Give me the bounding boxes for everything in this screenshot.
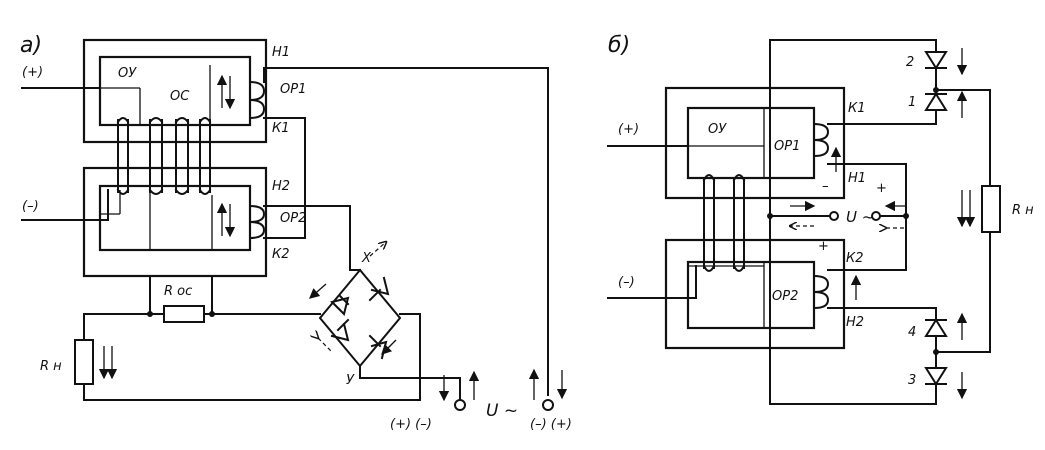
diode-4 bbox=[924, 318, 948, 369]
wire-n2-x bbox=[263, 205, 361, 271]
panel-a-label: а) bbox=[20, 33, 42, 58]
or1-winding-b bbox=[812, 122, 830, 158]
os-label: ОС bbox=[170, 89, 190, 104]
or1-winding-a bbox=[248, 80, 266, 120]
terminal-plus-a: (+) bbox=[22, 65, 43, 80]
n1-label-b: Н1 bbox=[848, 171, 866, 186]
wire-k1-k2 bbox=[263, 117, 306, 239]
core-bottom-window bbox=[98, 184, 252, 252]
plus-sign-b-bottom: + bbox=[818, 239, 829, 254]
resistor-r-os bbox=[163, 305, 205, 323]
core-b-bottom-window bbox=[686, 260, 816, 330]
diode-bridge: X У bbox=[309, 242, 402, 388]
bridge-x-label: X bbox=[361, 251, 372, 266]
panel-b-label: б) bbox=[608, 33, 630, 58]
or2-winding-a bbox=[248, 204, 266, 240]
r-n-label-b: R н bbox=[1012, 203, 1034, 218]
wire-n1-to-supply bbox=[263, 67, 549, 396]
n2-label-a: Н2 bbox=[272, 179, 290, 194]
ou-label-b: ОУ bbox=[708, 122, 727, 137]
shared-windings-a bbox=[116, 117, 212, 195]
diode-1 bbox=[924, 92, 948, 111]
core-b-top-outer bbox=[664, 86, 846, 200]
plus-sign-b-top: + bbox=[876, 181, 887, 196]
k2-label-b: К2 bbox=[846, 251, 864, 266]
supply-right-labels: (–) (+) bbox=[530, 417, 572, 432]
minus-sign-b: – bbox=[822, 179, 829, 194]
u-ac-label-b: U ~ bbox=[846, 208, 874, 226]
ou-label-a: ОУ bbox=[118, 66, 137, 81]
or1-label-a: ОР1 bbox=[280, 82, 306, 97]
diode-2 bbox=[924, 39, 948, 87]
or2-label-a: ОР2 bbox=[280, 211, 306, 226]
n2-label-b: Н2 bbox=[846, 315, 864, 330]
resistor-r-n-b bbox=[981, 185, 1001, 233]
bridge-y-label: У bbox=[346, 373, 355, 388]
terminal-ac-right-a bbox=[542, 399, 554, 411]
or2-label-b: ОР2 bbox=[772, 289, 798, 304]
terminal-ac-left-a bbox=[454, 399, 466, 411]
or2-winding-b bbox=[812, 274, 830, 310]
k2-label-a: К2 bbox=[272, 247, 290, 262]
u-ac-label-a: U ~ bbox=[486, 401, 518, 421]
diode-3-label: 3 bbox=[908, 373, 916, 388]
resistor-r-n-a bbox=[74, 339, 94, 385]
diode-3 bbox=[924, 367, 948, 405]
terminal-plus-b: (+) bbox=[618, 122, 639, 137]
shared-windings-b bbox=[702, 174, 746, 272]
diode-2-label: 2 bbox=[906, 55, 914, 70]
k1-label-a: К1 bbox=[272, 121, 290, 136]
panel-a: а) ОУ ОС Н1 К1 ОР1 Н2 К2 ОР2 bbox=[20, 33, 572, 432]
diode-4-label: 4 bbox=[908, 325, 916, 340]
n1-label-a: Н1 bbox=[272, 45, 290, 60]
terminal-minus-a: (–) bbox=[22, 199, 39, 214]
r-n-label-a: R н bbox=[40, 359, 62, 374]
core-b-top-window bbox=[686, 106, 816, 180]
supply-left-labels: (+) (–) bbox=[390, 417, 432, 432]
r-os-label: R ос bbox=[164, 284, 192, 299]
terminal-minus-b: (–) bbox=[618, 275, 635, 290]
or1-label-b: ОР1 bbox=[774, 139, 800, 154]
diode-1-label: 1 bbox=[908, 95, 916, 110]
k1-label-b: К1 bbox=[848, 101, 866, 116]
panel-b: б) ОУ ОР1 К1 Н1 – + ОР2 К2 Н2 + (+) bbox=[607, 33, 1034, 405]
core-b-bottom-outer bbox=[664, 238, 846, 350]
